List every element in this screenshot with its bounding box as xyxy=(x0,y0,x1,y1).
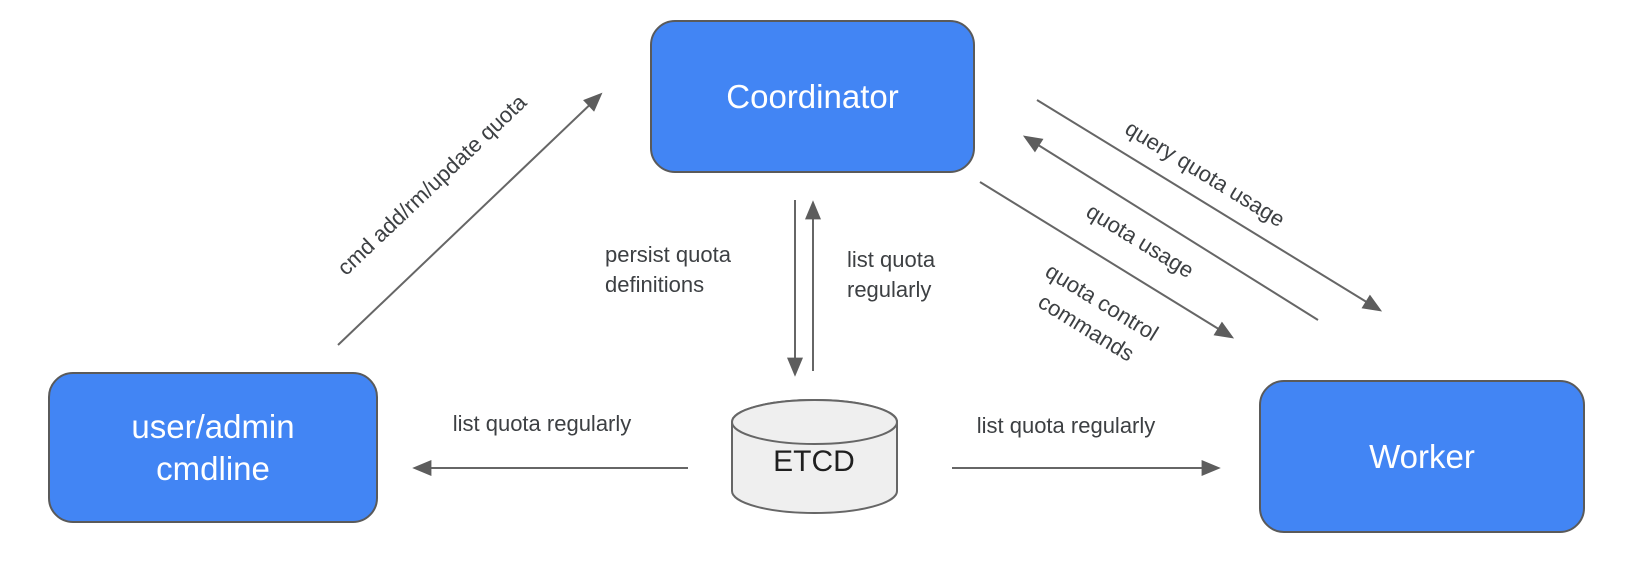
arrow-quota-usage xyxy=(1022,135,1319,321)
edge-label-list-quota-regularly-right: list quota regularly xyxy=(976,413,1156,439)
node-etcd-label: ETCD xyxy=(773,445,855,478)
etcd-cylinder-icon xyxy=(731,399,898,514)
node-worker-label: Worker xyxy=(1369,437,1475,475)
node-user-admin-cmdline: user/admin cmdline xyxy=(48,372,378,523)
edge-label-list-quota-regularly-vertical: list quota regularly xyxy=(847,247,936,302)
arrow-quota-control-commands xyxy=(979,181,1235,339)
edge-label-list-quota-regularly-left: list quota regularly xyxy=(452,411,632,437)
edge-label-persist-quota-definitions: persist quota definitions xyxy=(605,242,731,297)
node-coordinator-label: Coordinator xyxy=(726,77,899,115)
node-coordinator: Coordinator xyxy=(650,20,975,173)
arrow-query-quota-usage xyxy=(1036,99,1383,312)
node-worker: Worker xyxy=(1259,380,1585,533)
arrow-cmd-add-rm-update-quota xyxy=(337,92,603,346)
node-user-admin-cmdline-label: user/admin cmdline xyxy=(131,408,295,487)
